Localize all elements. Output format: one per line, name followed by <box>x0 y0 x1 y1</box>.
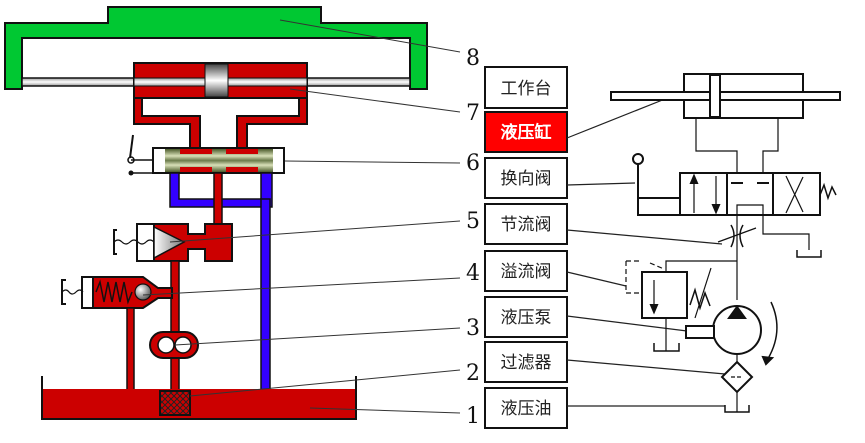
number-7: 7 <box>466 101 480 126</box>
label-directional-valve: 换向阀 <box>501 169 552 189</box>
component-numbers: 8 7 6 5 4 3 2 1 <box>466 46 480 429</box>
number-3: 3 <box>466 316 480 341</box>
throttle-valve <box>113 223 233 262</box>
return-line-down <box>260 198 271 391</box>
symbol-relief-valve <box>641 271 688 319</box>
leader-lines-right <box>566 98 726 407</box>
number-2: 2 <box>466 361 480 386</box>
label-filter: 过滤器 <box>501 353 552 373</box>
symbol-directional-valve <box>679 172 821 216</box>
oil-tank <box>41 376 357 420</box>
number-4: 4 <box>466 261 480 286</box>
number-6: 6 <box>466 151 480 176</box>
number-5: 5 <box>466 209 480 234</box>
leader-lines-left <box>142 19 461 414</box>
relief-valve <box>61 276 173 391</box>
label-oil: 液压油 <box>501 399 552 419</box>
hydraulic-cylinder <box>133 62 308 149</box>
label-boxes: 工作台 液压缸 换向阀 节流阀 溢流阀 液压泵 过滤器 液压油 <box>484 66 568 429</box>
hydraulic-pump <box>149 331 199 359</box>
label-cylinder: 液压缸 <box>501 122 552 143</box>
label-worktable: 工作台 <box>501 79 552 99</box>
label-throttle-valve: 节流阀 <box>501 215 552 235</box>
number-8: 8 <box>466 46 480 71</box>
filter <box>159 390 191 416</box>
directional-valve <box>127 134 285 176</box>
schematic <box>610 73 841 413</box>
label-relief-valve: 溢流阀 <box>501 262 552 282</box>
label-pump: 液压泵 <box>501 308 552 328</box>
number-1: 1 <box>466 404 480 429</box>
